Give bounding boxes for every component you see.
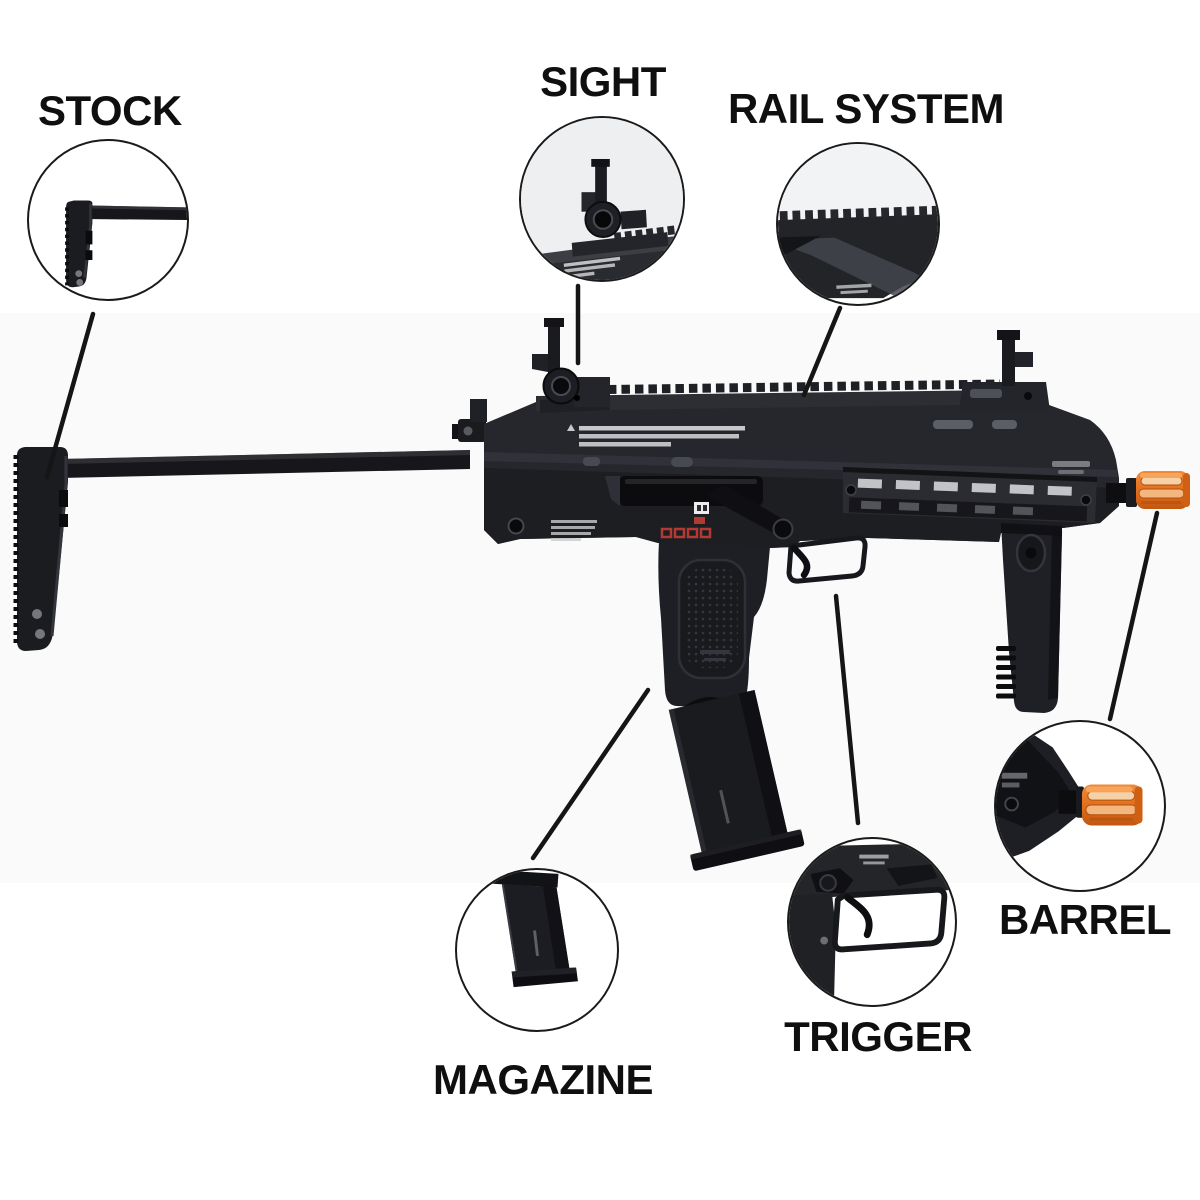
magazine-detail-circle [455, 868, 619, 1032]
gun-grip [658, 541, 770, 714]
gun-rear-sight [532, 318, 610, 413]
trigger-detail-circle [787, 837, 957, 1007]
part-label-stock: STOCK [38, 87, 182, 134]
callout-line-barrel [1107, 510, 1160, 722]
gun-muzzle-orange-tip [1106, 471, 1190, 509]
callout-lines [44, 283, 1160, 861]
gun-side-rail [843, 467, 1097, 523]
callout-line-rail-system [801, 305, 843, 398]
rail-system-detail-circle [776, 142, 940, 306]
gun-rear-sling-mount [452, 399, 487, 442]
gun-foregrip [996, 523, 1063, 713]
part-label-sight: SIGHT [540, 58, 666, 105]
gun-trigger [790, 544, 811, 579]
callout-line-stock [44, 311, 96, 480]
gun-trigger-guard [786, 535, 868, 584]
receiver-markings [551, 424, 1090, 541]
part-label-trigger: TRIGGER [784, 1013, 972, 1060]
callout-line-trigger [833, 593, 861, 826]
gun-stock [13, 447, 470, 651]
part-label-magazine: MAGAZINE [433, 1056, 654, 1103]
sight-detail-circle [519, 116, 685, 282]
barrel-detail-circle [994, 720, 1166, 892]
gun-rail [536, 379, 1030, 411]
part-label-barrel: BARREL [999, 896, 1172, 943]
gun-front-sight [959, 330, 1050, 411]
callout-line-magazine [530, 687, 651, 861]
gun-magazine [668, 690, 805, 871]
stock-detail-circle [27, 139, 189, 301]
part-label-rail-system: RAIL SYSTEM [727, 85, 1005, 132]
